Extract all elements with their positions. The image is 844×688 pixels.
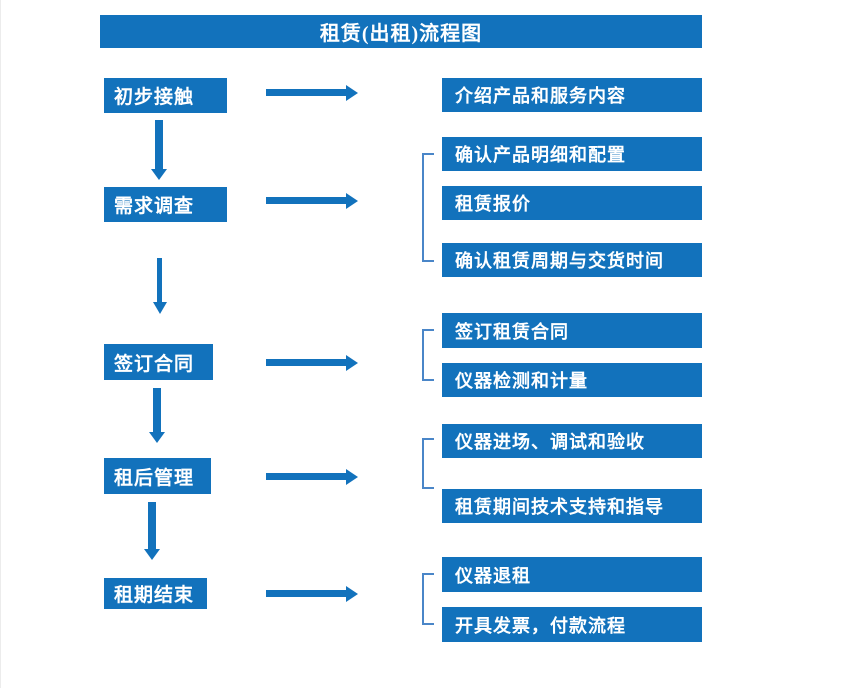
group-bracket — [422, 438, 434, 489]
detail-box: 仪器退租 — [442, 557, 702, 592]
group-bracket — [422, 573, 434, 625]
down-arrow-icon — [148, 502, 156, 549]
right-arrow-icon — [266, 590, 346, 597]
stage-box-rental-end: 租期结束 — [104, 578, 207, 609]
right-arrow-icon — [266, 89, 346, 96]
detail-box: 介绍产品和服务内容 — [442, 78, 702, 112]
right-arrow-icon — [266, 359, 346, 366]
down-arrow-icon — [157, 258, 162, 302]
detail-box: 仪器检测和计量 — [442, 363, 702, 397]
right-arrow-icon — [266, 473, 346, 480]
group-bracket — [422, 153, 434, 262]
detail-box: 租赁报价 — [442, 186, 702, 220]
detail-box: 租赁期间技术支持和指导 — [442, 489, 702, 523]
down-arrow-icon — [155, 120, 163, 169]
stage-box-initial-contact: 初步接触 — [104, 78, 227, 113]
down-arrow-icon — [153, 388, 161, 432]
detail-box: 确认租赁周期与交货时间 — [442, 243, 702, 277]
detail-box: 开具发票，付款流程 — [442, 607, 702, 642]
detail-box: 仪器进场、调试和验收 — [442, 424, 702, 458]
detail-box: 确认产品明细和配置 — [442, 137, 702, 171]
group-bracket — [422, 329, 434, 381]
stage-box-demand-survey: 需求调查 — [104, 187, 227, 222]
right-arrow-icon — [266, 197, 346, 204]
stage-box-post-rental-management: 租后管理 — [104, 458, 211, 494]
detail-box: 签订租赁合同 — [442, 313, 702, 348]
flowchart-title: 租赁(出租)流程图 — [100, 15, 702, 48]
stage-box-sign-contract: 签订合同 — [104, 344, 213, 380]
